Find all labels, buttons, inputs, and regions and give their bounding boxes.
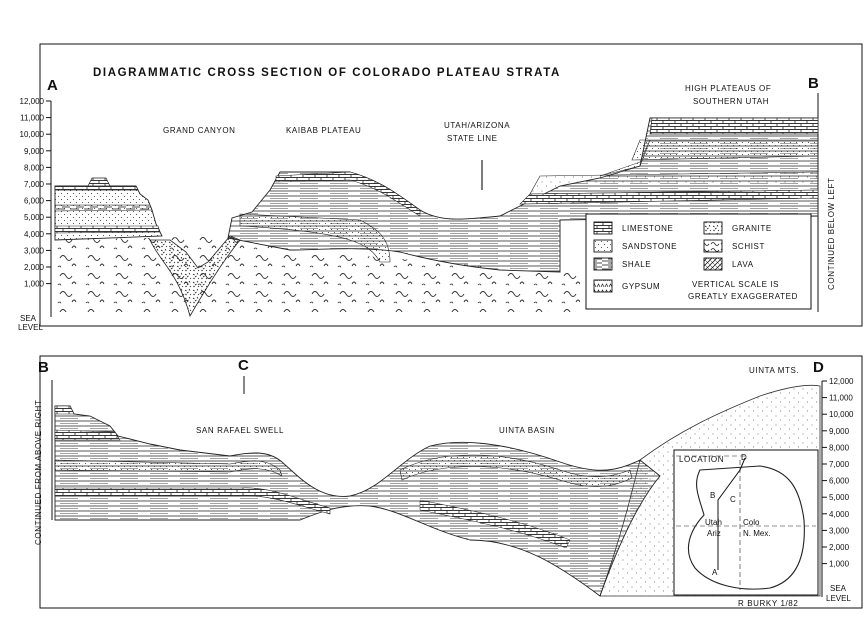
sea-level-label-top-2: LEVEL [18, 323, 43, 332]
state-line-label-2: STATE LINE [447, 134, 498, 143]
inset-utah-label: Utah [705, 518, 722, 527]
elevation-tick-top: 3,000 [24, 246, 45, 255]
inset-a-label: A [712, 568, 718, 577]
legend-item-label: SCHIST [732, 242, 765, 251]
elevation-axis-top: 12,000 11,000 10,000 9,000 8,000 7,000 6,000 5,… [20, 97, 52, 317]
sea-level-label-bottom-1: SEA [830, 584, 847, 593]
location-inset-map: LOCATION D B C A Utah Colo Ariz N. Mex. [673, 449, 819, 596]
schist-swatch-icon [703, 239, 723, 253]
elevation-tick-top: 2,000 [24, 263, 45, 272]
inset-d-label: D [741, 453, 747, 462]
legend-item-label: SHALE [622, 260, 651, 269]
elevation-tick-top: 1,000 [24, 280, 45, 289]
legend-note-2: GREATLY EXAGGERATED [688, 292, 798, 301]
legend-note-1: VERTICAL SCALE IS [692, 280, 779, 289]
legend: LIMESTONE SANDSTONE SHALE GYPSUM GRANITE SCHI… [585, 213, 812, 310]
elevation-tick-top: 11,000 [20, 114, 44, 123]
inset-colo-label: Colo [743, 518, 760, 527]
elevation-axis-bottom: 12,000 11,000 10,000 9,000 8,000 7,000 6,000 5,… [821, 377, 854, 597]
point-a-label: A [47, 77, 58, 94]
elevation-tick-bottom: 2,000 [829, 543, 850, 552]
elevation-tick-bottom: 4,000 [829, 510, 850, 519]
author-credit: R BURKY 1/82 [738, 599, 798, 608]
grand-canyon-label: GRAND CANYON [163, 126, 236, 135]
plateau-outline [687, 465, 805, 590]
high-plateaus-label-1: HIGH PLATEAUS OF [685, 84, 771, 93]
granite-swatch-icon [703, 221, 723, 235]
legend-item-label: GYPSUM [622, 282, 660, 291]
limestone-swatch-icon [593, 221, 613, 235]
high-plateaus-label-2: SOUTHERN UTAH [693, 97, 769, 106]
inset-ariz-label: Ariz [707, 529, 721, 538]
point-b-bottom-label: B [38, 359, 49, 376]
sea-level-label-bottom-2: LEVEL [826, 594, 851, 603]
elevation-tick-bottom: 12,000 [829, 377, 854, 386]
elevation-tick-bottom: 9,000 [829, 427, 850, 436]
uinta-mts-label: UINTA MTS. [749, 366, 799, 375]
legend-item-label: LAVA [732, 260, 754, 269]
inset-c-label: C [730, 495, 736, 504]
elevation-tick-top: 6,000 [24, 197, 45, 206]
elevation-tick-top: 10,000 [20, 130, 45, 139]
elevation-tick-top: 9,000 [24, 147, 45, 156]
elevation-tick-bottom: 7,000 [829, 460, 850, 469]
legend-item-label: GRANITE [732, 224, 772, 233]
inset-location-title: LOCATION [679, 455, 724, 464]
elevation-tick-top: 8,000 [24, 163, 45, 172]
elevation-tick-top: 4,000 [24, 230, 45, 239]
sea-level-label-top-1: SEA [20, 314, 37, 323]
point-b-top-label: B [808, 75, 819, 92]
inset-nmex-label: N. Mex. [743, 529, 771, 538]
elevation-tick-top: 7,000 [24, 180, 45, 189]
inset-b-label: B [710, 491, 716, 500]
legend-item-label: SANDSTONE [622, 242, 677, 251]
lava-swatch-icon [703, 257, 723, 271]
san-rafael-uinta-strata [54, 405, 661, 597]
elevation-tick-bottom: 5,000 [829, 493, 850, 502]
continued-from-above-note: CONTINUED FROM ABOVE RIGHT [34, 400, 43, 545]
point-d-label: D [813, 359, 824, 376]
elevation-tick-top: 5,000 [24, 213, 45, 222]
gypsum-swatch-icon [593, 279, 613, 293]
elevation-tick-bottom: 8,000 [829, 443, 850, 452]
figure-title: DIAGRAMMATIC CROSS SECTION OF COLORADO P… [93, 67, 561, 79]
section-line [717, 457, 746, 570]
elevation-tick-bottom: 1,000 [829, 560, 850, 569]
elevation-tick-bottom: 6,000 [829, 477, 850, 486]
shale-swatch-icon [593, 257, 613, 271]
uinta-basin-label: UINTA BASIN [499, 426, 555, 435]
continued-below-left-note: CONTINUED BELOW LEFT [827, 178, 836, 290]
bottom-panel-frame [39, 355, 863, 609]
sandstone-swatch-icon [593, 239, 613, 253]
elevation-tick-bottom: 10,000 [829, 410, 854, 419]
elevation-tick-bottom: 11,000 [829, 394, 853, 403]
top-panel-frame [39, 43, 863, 327]
state-line-label-1: UTAH/ARIZONA [444, 121, 510, 130]
elevation-tick-bottom: 3,000 [829, 526, 850, 535]
san-rafael-swell-label: SAN RAFAEL SWELL [196, 426, 284, 435]
point-c-label: C [238, 357, 249, 374]
elevation-tick-top: 12,000 [20, 97, 45, 106]
legend-item-label: LIMESTONE [622, 224, 674, 233]
high-plateau-cap [649, 117, 819, 135]
kaibab-plateau-label: KAIBAB PLATEAU [286, 126, 361, 135]
